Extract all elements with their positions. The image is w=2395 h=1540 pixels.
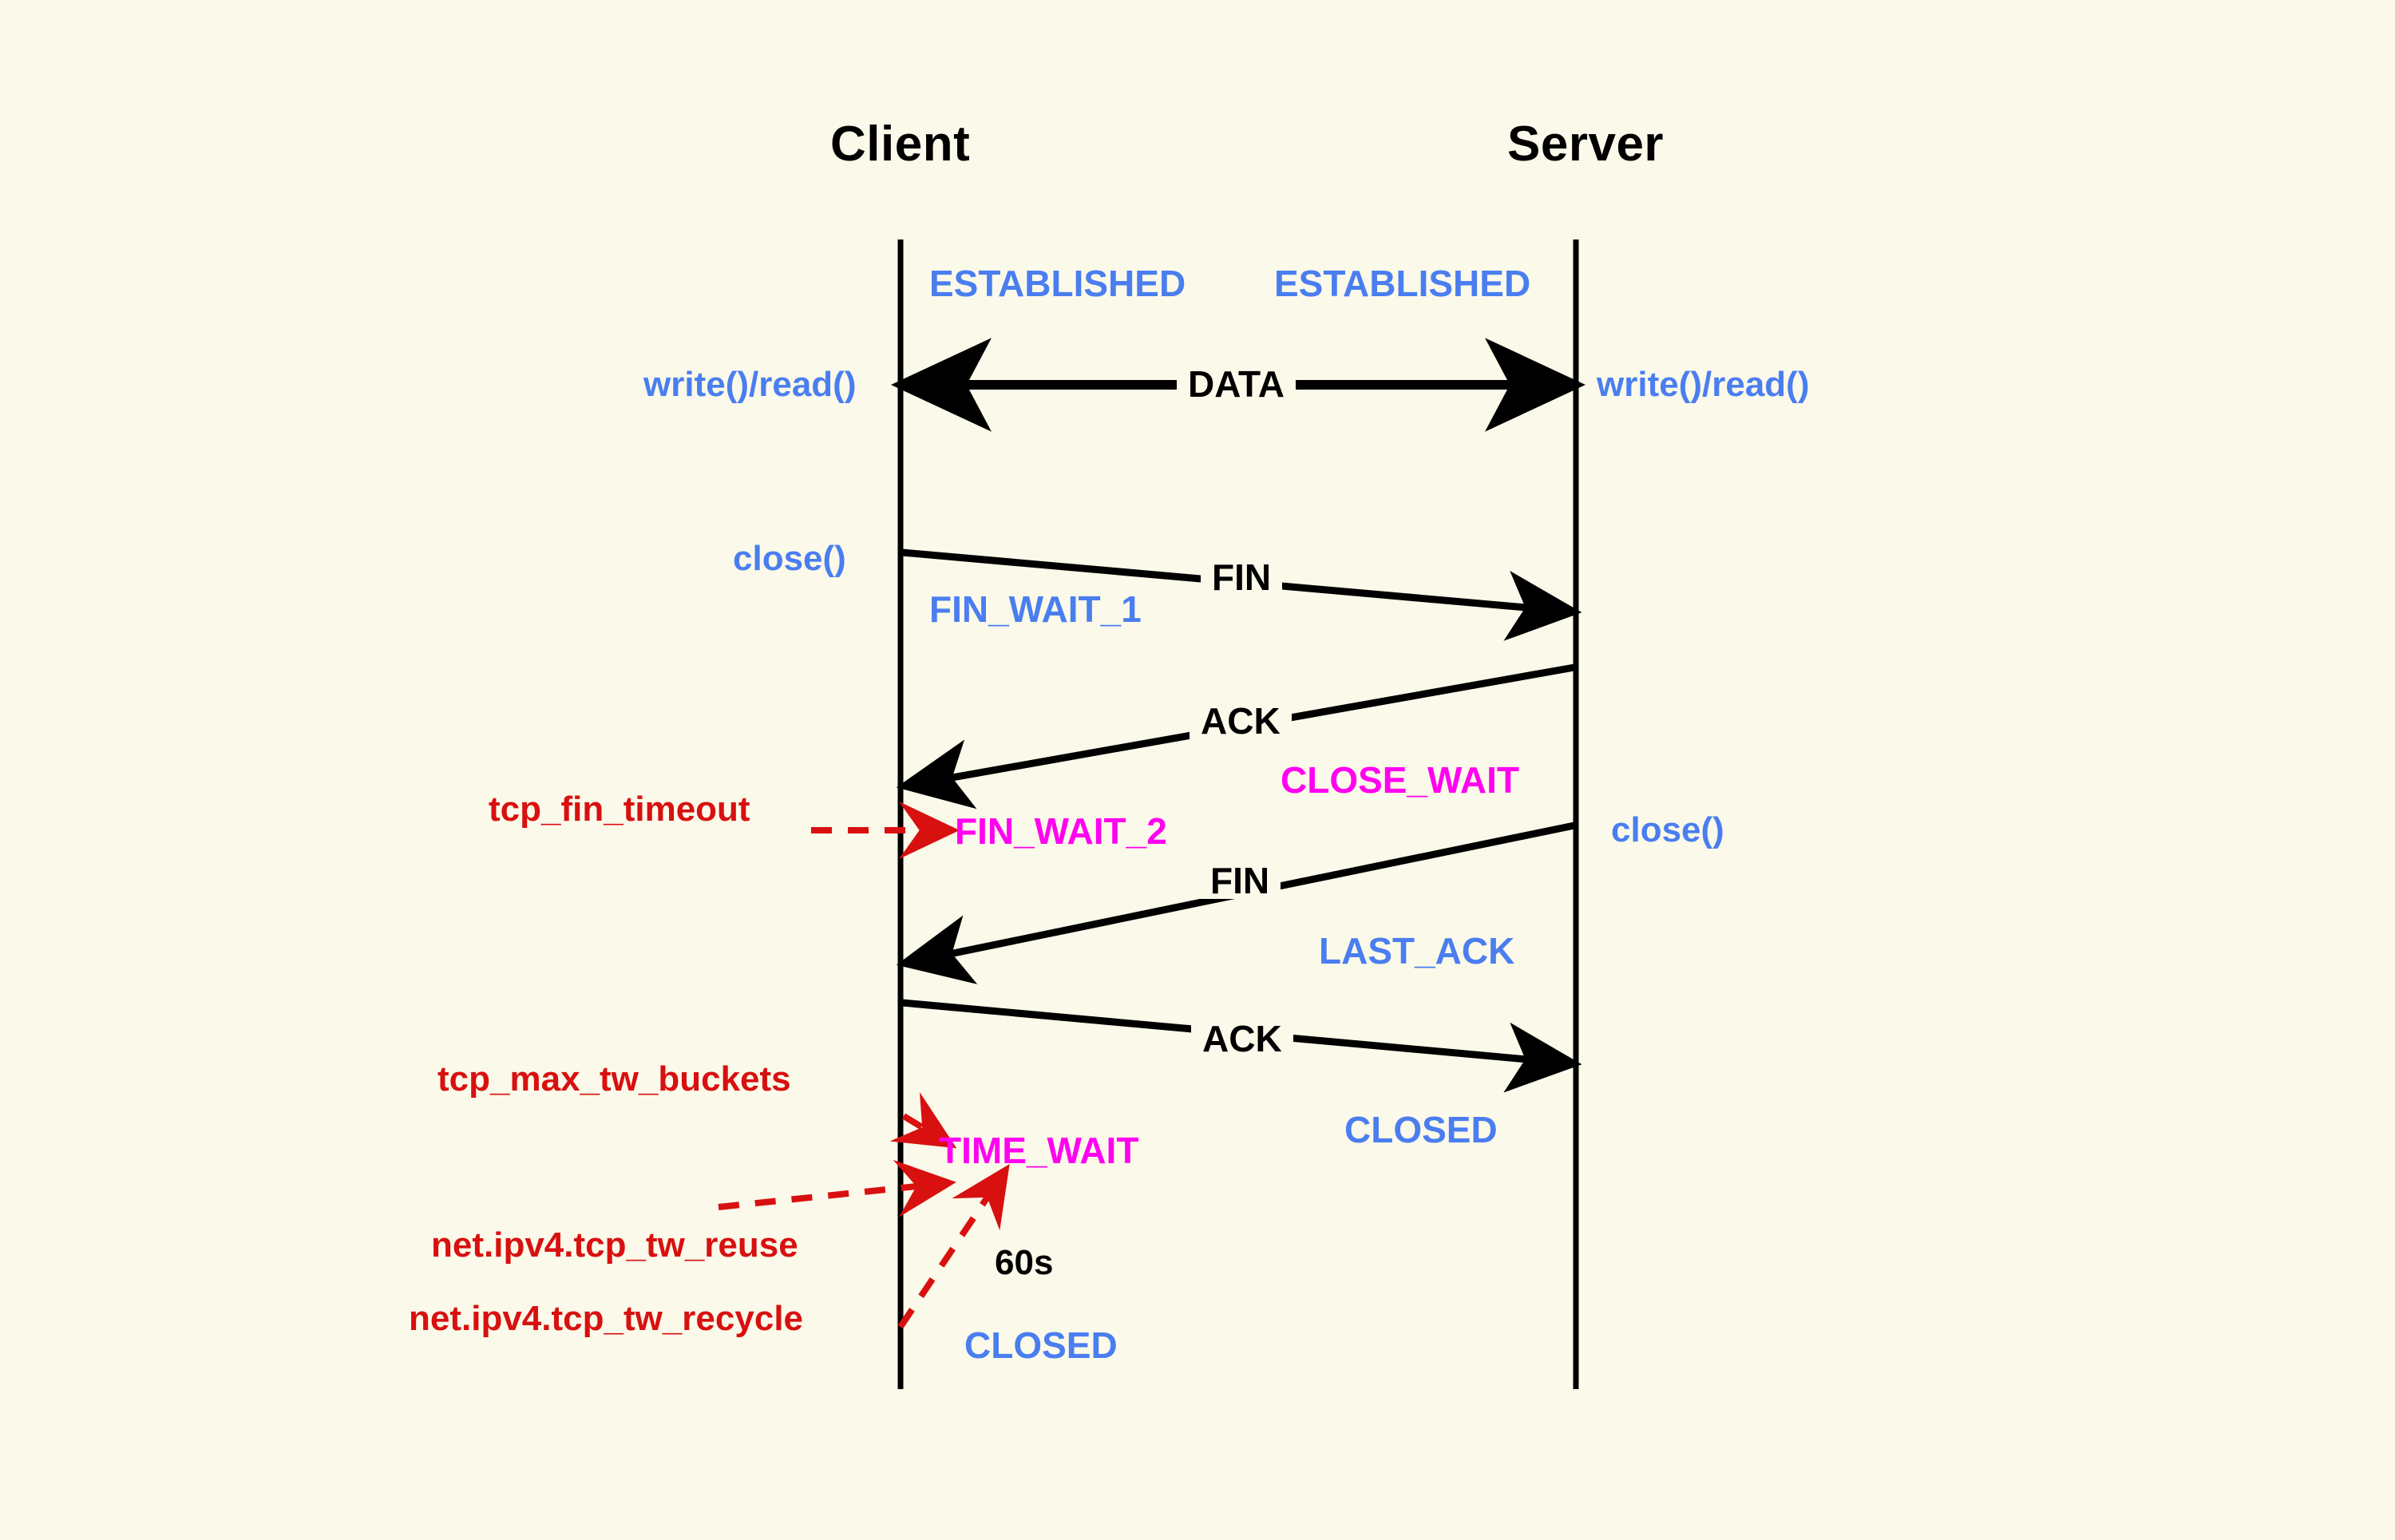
timer-label-60s: 60s — [995, 1243, 1054, 1282]
message-label-fin-2: FIN — [1199, 862, 1281, 899]
server-state-established: ESTABLISHED — [1274, 263, 1531, 304]
annotation-arrow-tcp-tw-reuse — [718, 1159, 956, 1217]
annotation-arrow-tcp-max-tw-buckets — [889, 1092, 957, 1149]
server-state-last-ack: LAST_ACK — [1319, 930, 1515, 972]
client-state-fin-wait-1: FIN_WAIT_1 — [929, 588, 1142, 630]
client-api-close: close() — [733, 539, 846, 578]
actor-title-client: Client — [830, 117, 971, 172]
message-label-ack-2: ACK — [1191, 1020, 1293, 1057]
client-state-fin-wait-2: FIN_WAIT_2 — [955, 810, 1167, 852]
sysctl-tcp-tw-recycle: net.ipv4.tcp_tw_recycle — [409, 1299, 804, 1338]
server-api-write-read: write()/read() — [1597, 365, 1810, 404]
client-state-established: ESTABLISHED — [929, 263, 1186, 304]
server-api-close: close() — [1611, 810, 1724, 849]
server-state-closed: CLOSED — [1344, 1109, 1498, 1150]
server-state-close-wait: CLOSE_WAIT — [1281, 759, 1520, 801]
message-label-data: DATA — [1177, 366, 1296, 402]
client-state-closed: CLOSED — [964, 1324, 1118, 1366]
actor-title-server: Server — [1507, 117, 1665, 172]
sysctl-tcp-tw-reuse: net.ipv4.tcp_tw_reuse — [431, 1225, 798, 1265]
sysctl-tcp-fin-timeout: tcp_fin_timeout — [489, 790, 750, 829]
sysctl-tcp-max-tw-buckets: tcp_max_tw_buckets — [437, 1059, 791, 1099]
message-label-ack-1: ACK — [1190, 703, 1292, 739]
annotation-arrow-tcp-tw-recycle — [897, 1164, 1010, 1329]
client-state-time-wait: TIME_WAIT — [939, 1130, 1139, 1171]
client-api-write-read: write()/read() — [643, 365, 857, 404]
message-label-fin-1: FIN — [1201, 559, 1283, 596]
